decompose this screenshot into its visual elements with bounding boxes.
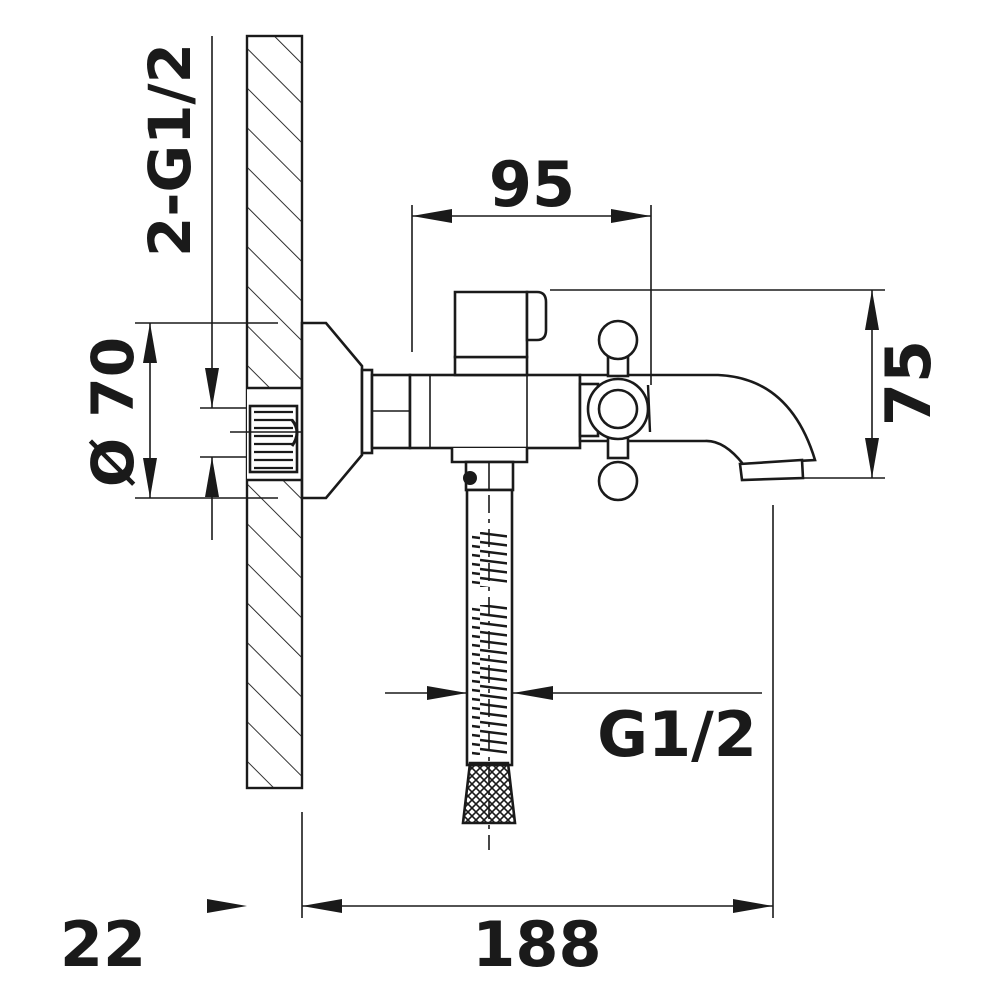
flange-diameter-label: Ø 70: [79, 337, 147, 487]
overall-projection-label: 188: [472, 908, 601, 981]
wall-flange: [300, 321, 364, 500]
extension-lines: [135, 36, 885, 918]
eccentric-connector: [230, 404, 318, 474]
dimension-labels: 2-G1/2 Ø 70 95 75 G1/2 22 188: [60, 43, 945, 981]
wall-thickness-label: 22: [60, 908, 146, 981]
diverter-knob: [453, 290, 548, 377]
inlet-thread-label: 2-G1/2: [136, 43, 204, 257]
dimension-lines: [143, 209, 879, 913]
lever-offset-label: 95: [489, 148, 575, 221]
mixer-body: [408, 373, 582, 464]
spout-height-label: 75: [872, 340, 945, 426]
cross-handle: [578, 319, 652, 502]
connection-nut: [360, 368, 412, 455]
hose-thread-label: G1/2: [597, 698, 757, 771]
shower-hose: [461, 460, 517, 850]
